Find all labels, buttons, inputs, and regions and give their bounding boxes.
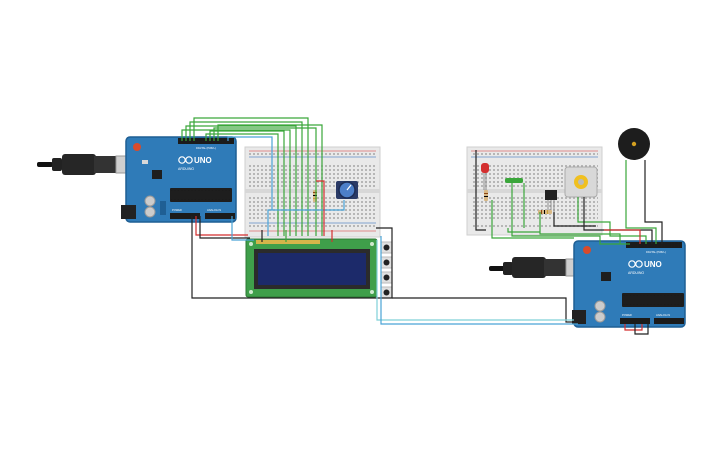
analog-label-right: ANALOG IN [656,313,670,317]
red-led [481,163,489,190]
board-model-label-right: UNO [644,260,662,269]
power-header [170,213,200,219]
usb-cable-right[interactable] [489,257,587,278]
usb-cable-left[interactable] [37,154,139,175]
dc-motor [564,166,598,198]
resistor-led [484,190,488,201]
atmega-chip [170,188,232,202]
reset-button[interactable] [133,143,141,151]
digital-label: DIGITAL (PWM~) [196,146,216,150]
reset-button-right[interactable] [583,246,591,254]
power-label: POWER [172,208,182,212]
piezo-buzzer [618,128,650,160]
push-button-4[interactable] [383,289,390,296]
power-label-right: POWER [622,313,632,317]
push-button-3[interactable] [383,274,390,281]
push-button-2[interactable] [383,259,390,266]
board-brand-label: ARDUINO [178,167,194,171]
board-brand-label-right: ARDUINO [628,271,644,275]
arduino-uno-right[interactable]: UNO ARDUINO DIGITAL (PWM~) POWER ANALOG … [572,240,686,328]
push-button-1[interactable] [383,244,390,251]
lcd-screen [258,253,366,285]
board-model-label: UNO [194,156,212,165]
analog-label: ANALOG IN [207,208,221,212]
wires-right[interactable] [475,150,663,335]
dc-jack [121,205,136,219]
wires-cross[interactable] [376,236,578,325]
breadboard-left[interactable] [244,146,381,238]
arduino-logo-icon [628,260,643,268]
arduino-logo-icon [178,156,193,164]
digital-label-right: DIGITAL (PWM~) [646,250,666,254]
push-buttons[interactable] [380,241,393,299]
resistor-right [538,210,552,214]
lcd-16x2[interactable] [245,238,378,298]
arduino-uno-left[interactable]: UNO ARDUINO DIGITAL (PWM~) POWER ANALOG … [121,136,237,223]
analog-header [205,213,235,219]
ntc-sensor [505,178,523,183]
potentiometer[interactable] [336,181,358,199]
temperature-sensor [545,190,557,212]
